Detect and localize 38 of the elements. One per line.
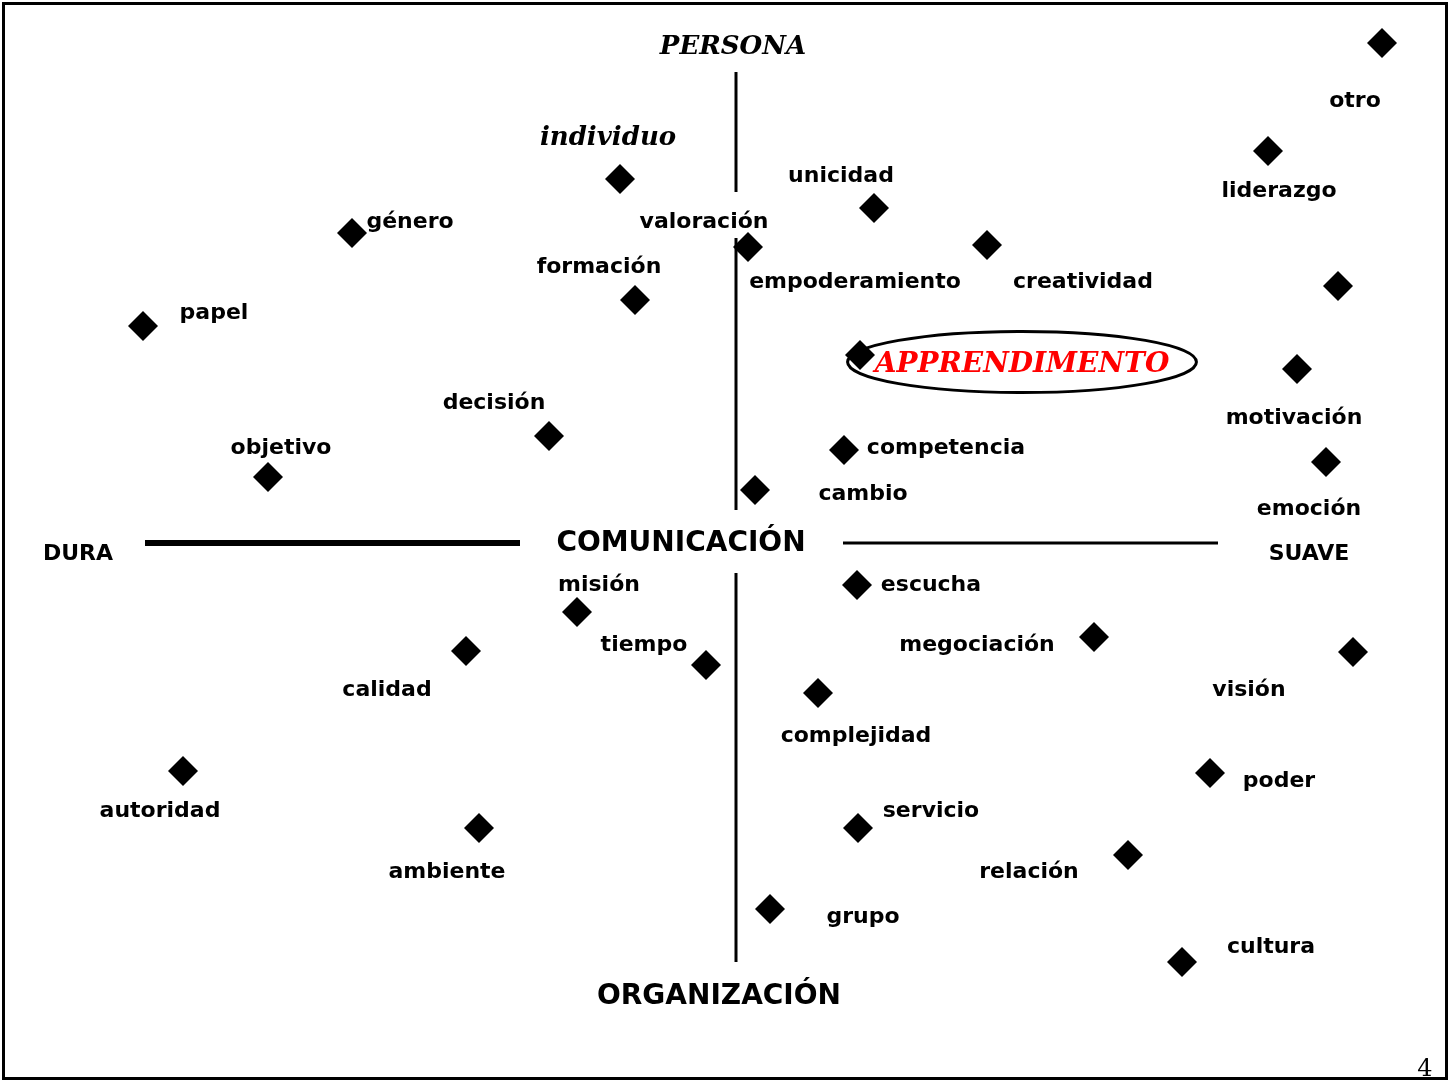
concept-label: unicidad [788, 161, 894, 187]
axis-label: DURA [42, 539, 114, 565]
node-title: APPRENDIMENTO [874, 345, 1170, 379]
concept-label: objetivo [230, 433, 332, 459]
ellipse-node [844, 328, 1200, 396]
concept-label: competencia [866, 433, 1026, 459]
concept-label: cultura [1226, 932, 1316, 958]
concept-label: relación [979, 857, 1079, 883]
axis-label: SUAVE [1268, 539, 1350, 565]
concept-label: complejidad [780, 721, 932, 747]
concept-label: motivación [1225, 403, 1363, 429]
concept-label: valoración [639, 207, 769, 233]
concept-label: formación [536, 252, 662, 278]
concept-label: cambio [818, 479, 908, 505]
concept-label: emoción [1256, 494, 1362, 520]
concept-label: papel [179, 298, 249, 324]
concept-label: servicio [882, 796, 980, 822]
concept-label: creatividad [1013, 267, 1153, 293]
concept-label: megociación [899, 630, 1055, 656]
concept-label: tiempo [600, 630, 688, 656]
concept-label: calidad [342, 675, 432, 701]
concept-label: escucha [880, 570, 982, 596]
concept-label: liderazgo [1221, 176, 1337, 202]
concept-label: grupo [826, 902, 900, 928]
concept-label: misión [558, 570, 640, 596]
concept-label: decisión [442, 388, 546, 414]
concept-label: individuo [539, 121, 677, 151]
axis-label: ORGANIZACIÓN [597, 977, 841, 1011]
concept-label: otro [1329, 86, 1381, 112]
concept-label: autoridad [99, 796, 221, 822]
concept-label: empoderamiento [749, 267, 961, 293]
concept-label: poder [1242, 766, 1316, 792]
concept-label: género [366, 207, 454, 233]
page-number: 4 [1417, 1054, 1433, 1082]
axis-label: COMUNICACIÓN [556, 524, 806, 558]
concept-label: ambiente [388, 857, 506, 883]
concept-label: visión [1212, 675, 1286, 701]
axis-label: PERSONA [659, 30, 807, 60]
